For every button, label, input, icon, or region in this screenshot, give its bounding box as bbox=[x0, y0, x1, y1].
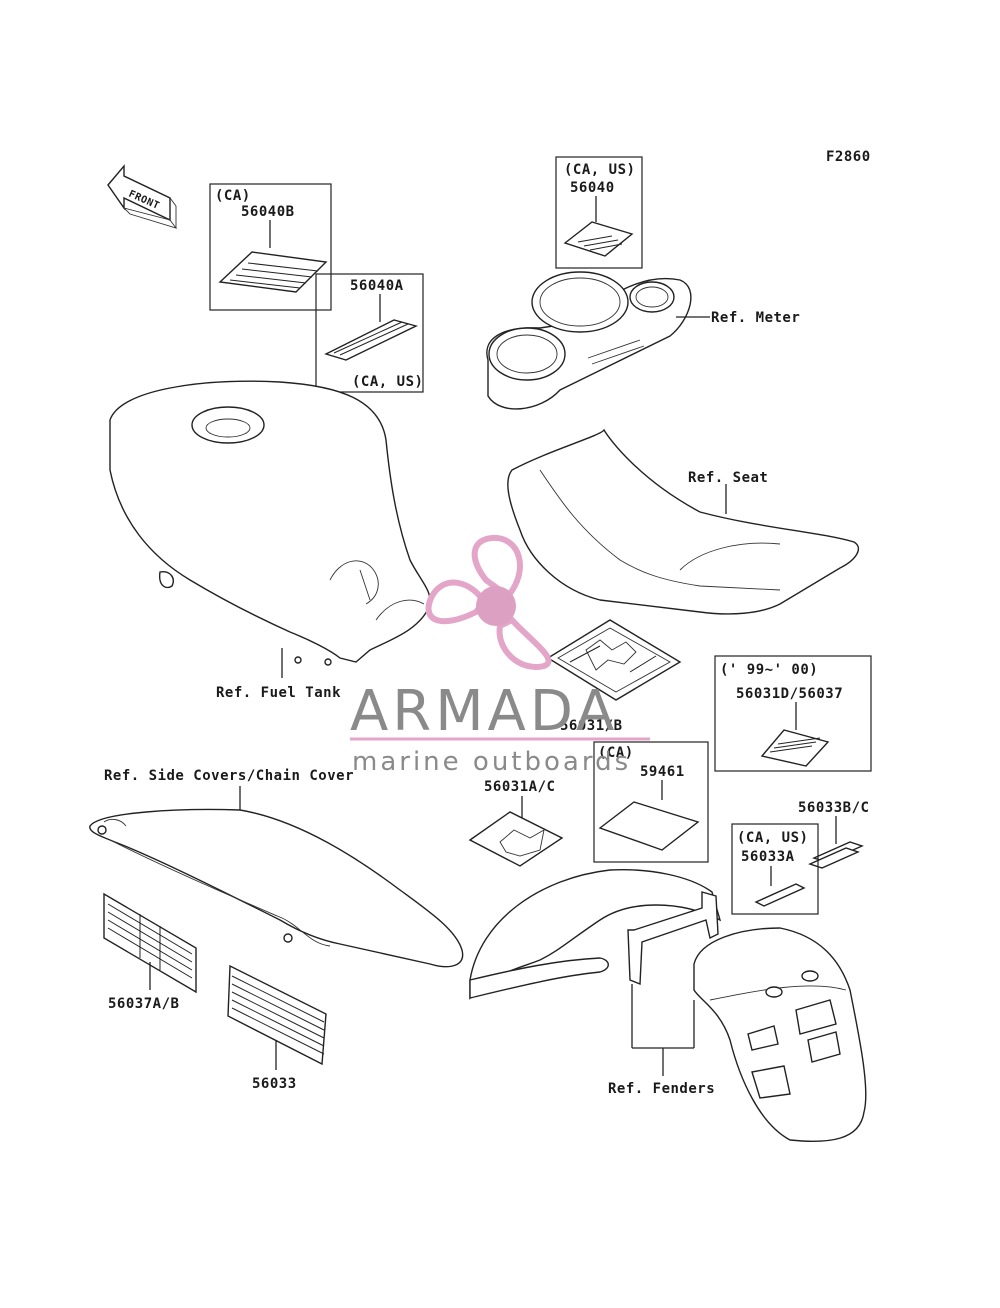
label-box-56033A: (CA, US) 56033A bbox=[731, 823, 819, 915]
box-59461-part: 59461 bbox=[640, 764, 685, 780]
seat-part: Ref. Seat bbox=[507, 428, 859, 615]
box-56031D-years: (' 99~' 00) bbox=[720, 662, 818, 678]
ref-side-covers-label: Ref. Side Covers/Chain Cover bbox=[104, 768, 354, 784]
box-56033A-region: (CA, US) bbox=[737, 830, 808, 846]
fender-part: Ref. Fenders bbox=[469, 869, 867, 1143]
box-59461-region: (CA) bbox=[598, 745, 634, 761]
part-56033B-C-label: 56033B/C bbox=[798, 800, 869, 816]
box-56031D-part: 56031D/56037 bbox=[736, 686, 843, 702]
box-56040B-region: (CA) bbox=[215, 188, 251, 204]
ref-seat-label: Ref. Seat bbox=[688, 470, 768, 486]
label-box-56040B: (CA) 56040B bbox=[209, 183, 332, 311]
box-56040A-region: (CA, US) bbox=[352, 374, 423, 390]
box-56040A-part: 56040A bbox=[350, 278, 404, 294]
fuel-tank-part: Ref. Fuel Tank bbox=[109, 380, 431, 701]
label-box-56040: (CA, US) 56040 bbox=[555, 156, 643, 269]
propeller-logo-icon bbox=[425, 534, 552, 670]
side-cover-part: Ref. Side Covers/Chain Cover bbox=[89, 768, 464, 968]
box-56040B-part: 56040B bbox=[241, 204, 295, 220]
box-56033A-part: 56033A bbox=[741, 849, 795, 865]
decal-56037A-B: 56037A/B bbox=[103, 892, 197, 1012]
meter-part: Ref. Meter bbox=[486, 271, 800, 410]
armada-watermark: ARMADA marine outboards bbox=[350, 534, 650, 777]
box-56040-part: 56040 bbox=[570, 180, 615, 196]
decal-56031-B: 56031/B bbox=[546, 619, 682, 734]
part-56031-B-label: 56031/B bbox=[560, 718, 623, 734]
front-arrow-icon: FRONT bbox=[107, 164, 178, 229]
label-box-59461: (CA) 59461 bbox=[593, 741, 709, 863]
label-box-56040A: 56040A (CA, US) bbox=[315, 273, 424, 393]
decal-56031A-C: 56031A/C bbox=[468, 779, 564, 867]
ref-fenders-label: Ref. Fenders bbox=[608, 1081, 715, 1097]
ref-meter-label: Ref. Meter bbox=[711, 310, 800, 326]
decal-56033B-C: 56033B/C bbox=[798, 800, 869, 869]
ref-fuel-tank-label: Ref. Fuel Tank bbox=[216, 685, 341, 701]
watermark-brand: ARMADA bbox=[350, 679, 618, 744]
box-56040-region: (CA, US) bbox=[564, 162, 635, 178]
part-56031A-C-label: 56031A/C bbox=[484, 779, 555, 795]
part-56033-label: 56033 bbox=[252, 1076, 297, 1092]
watermark-tagline: marine outboards bbox=[352, 747, 631, 777]
figure-code: F2860 bbox=[826, 149, 871, 165]
part-56037A-B-label: 56037A/B bbox=[108, 996, 179, 1012]
decal-56033: 56033 bbox=[227, 964, 327, 1092]
label-box-56031D: (' 99~' 00) 56031D/56037 bbox=[714, 655, 872, 772]
